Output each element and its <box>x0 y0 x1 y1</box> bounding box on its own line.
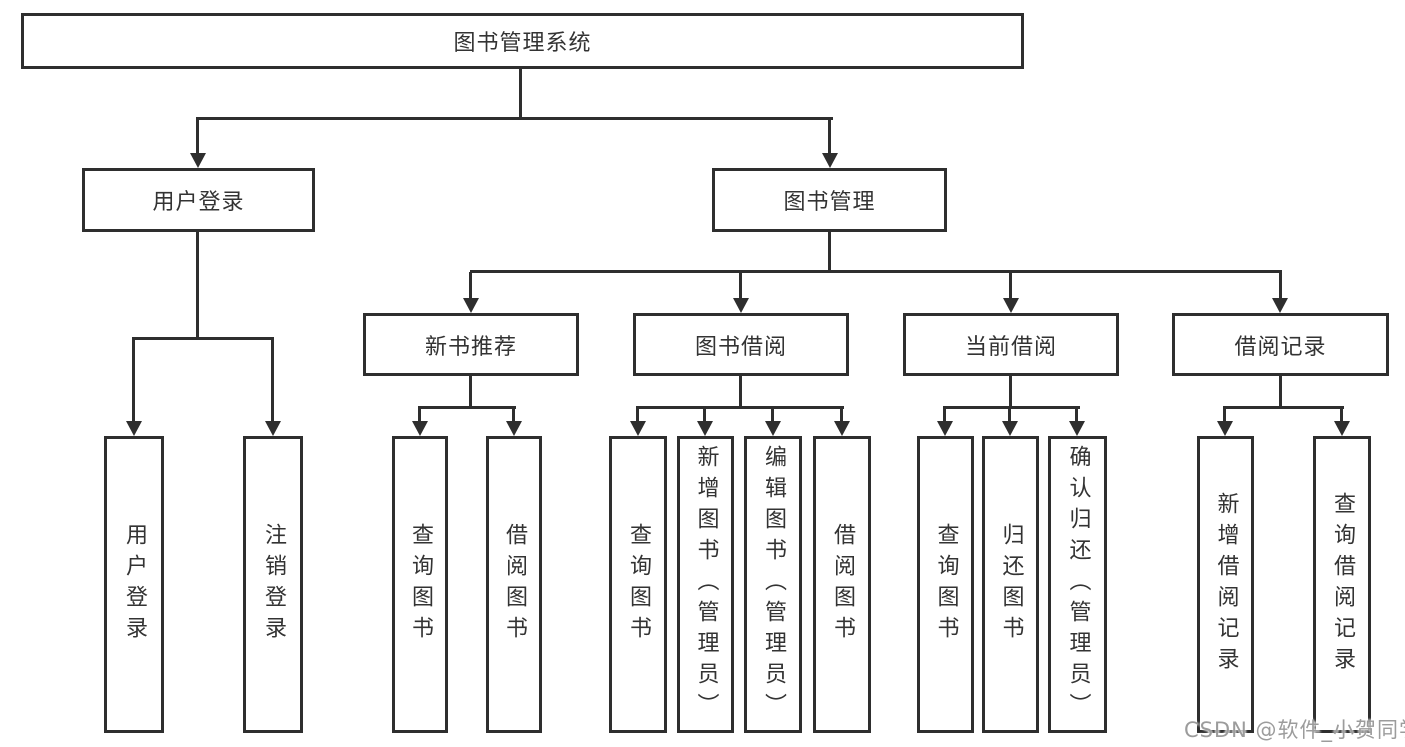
node-bb-borrow-book-label: 借阅图书 <box>830 522 855 647</box>
node-bb-edit-book-admin: 编辑图书（管理员） <box>744 436 802 733</box>
arrowhead-nb-leaf1 <box>412 421 428 436</box>
arrowhead-ul-leaf1 <box>126 421 142 436</box>
arrowhead-br-leaf2 <box>1334 421 1350 436</box>
connector-l2-stem-left <box>196 119 199 154</box>
node-book-management-label: 图书管理 <box>783 190 876 215</box>
node-book-borrow: 图书借阅 <box>633 313 849 376</box>
connector-cb-hbar <box>943 406 1080 409</box>
node-nb-borrow-book-label: 借阅图书 <box>502 522 527 647</box>
node-ul-user-login: 用户登录 <box>104 436 164 733</box>
connector-br-stem <box>1279 376 1282 408</box>
node-br-add-record-label: 新增借阅记录 <box>1213 491 1239 678</box>
connector-bb-stem <box>739 376 742 408</box>
connector-bb-leaf1-stem <box>636 408 639 421</box>
arrowhead-book-management <box>822 153 838 168</box>
node-borrow-record: 借阅记录 <box>1172 313 1389 376</box>
node-bb-add-book-admin-label: 新增图书（管理员） <box>693 445 719 724</box>
connector-cb-leaf2-stem <box>1008 408 1011 421</box>
node-bb-borrow-book: 借阅图书 <box>813 436 871 733</box>
connector-l3-stem-2 <box>739 272 742 298</box>
connector-l2-hbar <box>196 117 833 120</box>
connector-l3-stem-4 <box>1279 272 1282 298</box>
node-book-management: 图书管理 <box>712 168 947 232</box>
connector-l3-stem-3 <box>1009 272 1012 298</box>
csdn-watermark: CSDN @软件_小贺同学 <box>1184 718 1405 742</box>
node-ul-user-login-label: 用户登录 <box>122 522 147 647</box>
connector-cb-leaf1-stem <box>943 408 946 421</box>
node-cb-confirm-return-admin-label: 确认归还（管理员） <box>1065 445 1091 724</box>
node-book-borrow-label: 图书借阅 <box>694 334 787 360</box>
arrowhead-nb-leaf2 <box>506 421 522 436</box>
node-borrow-record-label: 借阅记录 <box>1234 334 1327 360</box>
arrowhead-cb-leaf2 <box>1002 421 1018 436</box>
node-user-login-label: 用户登录 <box>152 190 245 215</box>
connector-ul-leaf1-stem <box>132 339 135 421</box>
node-ul-logout-label: 注销登录 <box>261 522 286 647</box>
connector-root-stem <box>519 69 522 118</box>
node-cb-query-book-label: 查询图书 <box>933 522 959 647</box>
arrowhead-borrow-record <box>1272 298 1288 313</box>
connector-nb-hbar <box>418 406 516 409</box>
node-nb-query-book-label: 查询图书 <box>408 522 433 647</box>
connector-bb-leaf3-stem <box>771 408 774 421</box>
arrowhead-ul-leaf2 <box>265 421 281 436</box>
arrowhead-new-book-recommend <box>463 298 479 313</box>
arrowhead-cb-leaf1 <box>937 421 953 436</box>
node-root: 图书管理系统 <box>21 13 1024 69</box>
arrowhead-br-leaf1 <box>1217 421 1233 436</box>
node-cb-return-book-label: 归还图书 <box>998 522 1024 647</box>
arrowhead-bb-leaf2 <box>697 421 713 436</box>
connector-bm-stem <box>828 232 831 272</box>
connector-ul-stem <box>196 232 199 338</box>
node-cb-query-book: 查询图书 <box>917 436 974 733</box>
connector-bb-leaf2-stem <box>703 408 706 421</box>
node-br-query-record: 查询借阅记录 <box>1313 436 1371 733</box>
connector-ul-hbar <box>132 337 274 340</box>
connector-bb-hbar <box>636 406 844 409</box>
connector-l2-stem-right <box>828 119 831 154</box>
node-new-book-recommend-label: 新书推荐 <box>424 334 517 360</box>
arrowhead-user-login <box>190 153 206 168</box>
arrowhead-bb-leaf3 <box>765 421 781 436</box>
node-br-add-record: 新增借阅记录 <box>1197 436 1254 733</box>
connector-cb-stem <box>1009 376 1012 408</box>
node-cb-return-book: 归还图书 <box>982 436 1039 733</box>
arrowhead-book-borrow <box>733 298 749 313</box>
node-nb-borrow-book: 借阅图书 <box>486 436 542 733</box>
node-bb-query-book-label: 查询图书 <box>626 522 651 647</box>
connector-nb-stem <box>469 376 472 408</box>
node-bb-add-book-admin: 新增图书（管理员） <box>677 436 734 733</box>
connector-br-leaf1-stem <box>1223 408 1226 421</box>
arrowhead-cb-leaf3 <box>1069 421 1085 436</box>
connector-l3-hbar <box>470 270 1282 273</box>
node-root-label: 图书管理系统 <box>453 31 592 56</box>
node-new-book-recommend: 新书推荐 <box>363 313 579 376</box>
connector-nb-leaf1-stem <box>418 408 421 421</box>
connector-br-leaf2-stem <box>1340 408 1343 421</box>
connector-l3-stem-1 <box>469 272 472 298</box>
node-br-query-record-label: 查询借阅记录 <box>1330 491 1355 678</box>
arrowhead-bb-leaf1 <box>630 421 646 436</box>
arrowhead-current-borrow <box>1003 298 1019 313</box>
arrowhead-bb-leaf4 <box>834 421 850 436</box>
connector-br-hbar <box>1223 406 1344 409</box>
node-bb-edit-book-admin-label: 编辑图书（管理员） <box>761 445 786 724</box>
node-current-borrow: 当前借阅 <box>903 313 1119 376</box>
node-ul-logout: 注销登录 <box>243 436 303 733</box>
node-cb-confirm-return-admin: 确认归还（管理员） <box>1048 436 1107 733</box>
connector-nb-leaf2-stem <box>512 408 515 421</box>
node-bb-query-book: 查询图书 <box>609 436 667 733</box>
node-current-borrow-label: 当前借阅 <box>964 334 1057 360</box>
connector-ul-leaf2-stem <box>271 339 274 421</box>
connector-bb-leaf4-stem <box>840 408 843 421</box>
connector-cb-leaf3-stem <box>1075 408 1078 421</box>
node-nb-query-book: 查询图书 <box>392 436 448 733</box>
node-user-login: 用户登录 <box>82 168 315 232</box>
